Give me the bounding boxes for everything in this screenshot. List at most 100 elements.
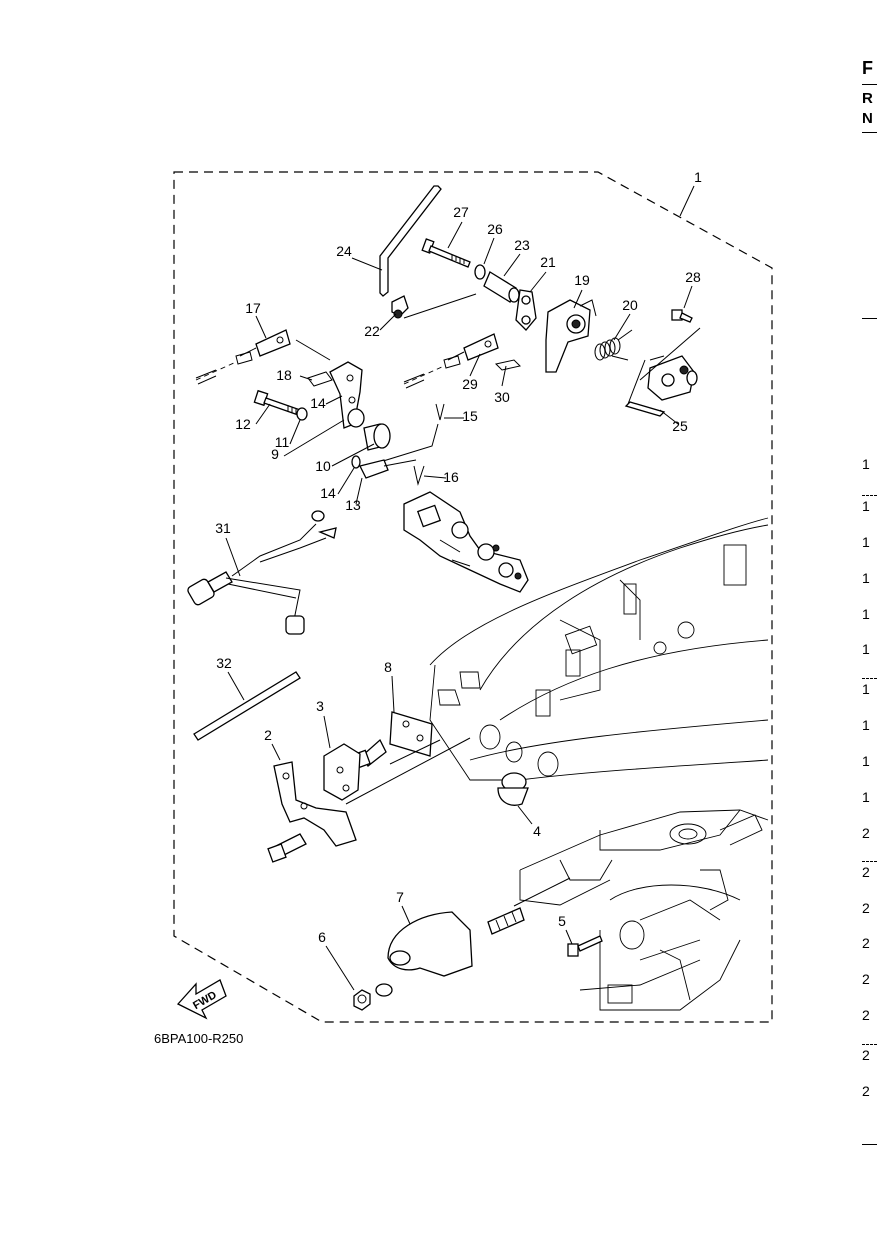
bolt-12 [253, 389, 307, 418]
forward-direction-arrow: FWD [176, 979, 227, 1020]
right-column-rule [862, 318, 877, 319]
callout-c5: 5 [558, 913, 566, 929]
right-column-entry: 2 [862, 864, 870, 880]
right-column-entry: 2 [862, 1083, 870, 1099]
callout-c8: 8 [384, 659, 392, 675]
callout-c6: 6 [318, 929, 326, 945]
rod-32 [193, 671, 301, 741]
washer-26 [474, 264, 486, 280]
callout-c4: 4 [533, 823, 541, 839]
clip-18 [307, 371, 333, 387]
wire-harness-31 [187, 510, 337, 635]
callout-c11: 11 [275, 434, 290, 450]
shift-slide-assembly [403, 491, 529, 593]
right-column-rule-top [862, 84, 877, 85]
cover-7 [387, 911, 473, 977]
callout-c26: 26 [487, 221, 503, 237]
pin-spring [487, 907, 525, 935]
callout-c21: 21 [540, 254, 556, 270]
nut-6 [353, 989, 371, 1011]
right-column-entry: 1 [862, 534, 870, 550]
right-column-entry: 1 [862, 753, 870, 769]
right-column-entry: 2 [862, 825, 870, 841]
callout-c22: 22 [364, 323, 380, 339]
lever-25 [624, 355, 698, 417]
bolt-5 [567, 935, 603, 957]
grommet-4 [497, 772, 529, 806]
right-column-divider [862, 861, 877, 862]
right-column-entry: 1 [862, 570, 870, 586]
right-column-divider [862, 678, 877, 679]
bolt-27 [421, 238, 471, 268]
callout-c16: 16 [443, 469, 459, 485]
washer-6 [375, 983, 393, 997]
leader-lines [225, 185, 701, 991]
callout-c13: 13 [345, 497, 361, 513]
plate-8 [353, 711, 433, 769]
callout-c14a: 14 [310, 395, 326, 411]
callout-c17: 17 [245, 300, 261, 316]
clip-22 [391, 295, 409, 319]
callout-labels: 1234567891011121314141516171819202122232… [215, 169, 702, 945]
callout-c24: 24 [336, 243, 352, 259]
right-column-entry: 2 [862, 1007, 870, 1023]
callout-c7: 7 [396, 889, 404, 905]
knob-10 [363, 423, 391, 451]
collar-23 [483, 271, 520, 303]
callout-c1: 1 [694, 169, 702, 185]
cover-3 [323, 743, 361, 801]
right-column-entry: 1 [862, 717, 870, 733]
plate-21 [515, 289, 537, 331]
right-column-divider [862, 495, 877, 496]
callout-c14b: 14 [320, 485, 336, 501]
right-column-entry: 1 [862, 606, 870, 622]
callout-c31: 31 [215, 520, 231, 536]
callout-c23: 23 [514, 237, 530, 253]
screw-28 [671, 309, 693, 323]
callout-c18: 18 [276, 367, 292, 383]
right-column-rule-bottom [862, 1144, 877, 1145]
clip-15 [435, 403, 445, 421]
cable-end-29 [403, 333, 499, 389]
right-column-header: F [862, 58, 873, 78]
right-column-divider [862, 1044, 877, 1045]
callout-c29: 29 [462, 376, 478, 392]
link-13 [359, 459, 417, 479]
callout-c15: 15 [462, 408, 478, 424]
clip-16 [413, 465, 425, 486]
right-column-sub1: R [862, 90, 873, 107]
right-column-entry: 2 [862, 1047, 870, 1063]
callout-c32: 32 [216, 655, 232, 671]
right-column-entry: 2 [862, 971, 870, 987]
diagram-reference-code: 6BPA100-R250 [154, 1031, 244, 1046]
callout-c2: 2 [264, 727, 272, 743]
right-column-rule-head [862, 132, 877, 133]
callout-c20: 20 [622, 297, 638, 313]
shift-rod-24 [379, 185, 442, 297]
callout-c3: 3 [316, 698, 324, 714]
lower-bracket-housing [429, 517, 769, 781]
callout-c19: 19 [574, 272, 590, 288]
right-column-entry: 2 [862, 935, 870, 951]
washer-14 [351, 455, 361, 469]
right-column-sub2: N [862, 110, 873, 127]
lever-19 [545, 299, 597, 373]
washer-11 [296, 407, 308, 421]
callout-c30: 30 [494, 389, 510, 405]
right-column-entry: 1 [862, 789, 870, 805]
right-column-entry: 1 [862, 641, 870, 657]
callout-c12: 12 [235, 416, 251, 432]
right-column-entry: 2 [862, 900, 870, 916]
clip-30 [495, 359, 521, 371]
bracket-2 [267, 761, 357, 863]
callout-c25: 25 [672, 418, 688, 434]
callout-c9: 9 [271, 446, 279, 462]
callout-c10: 10 [315, 458, 331, 474]
assembly-boundary [173, 171, 773, 1023]
callout-c27: 27 [453, 204, 469, 220]
callout-c28: 28 [685, 269, 701, 285]
right-column-entry: 1 [862, 498, 870, 514]
swivel-bracket-housing [519, 809, 769, 1011]
right-column-entry: 1 [862, 456, 870, 472]
